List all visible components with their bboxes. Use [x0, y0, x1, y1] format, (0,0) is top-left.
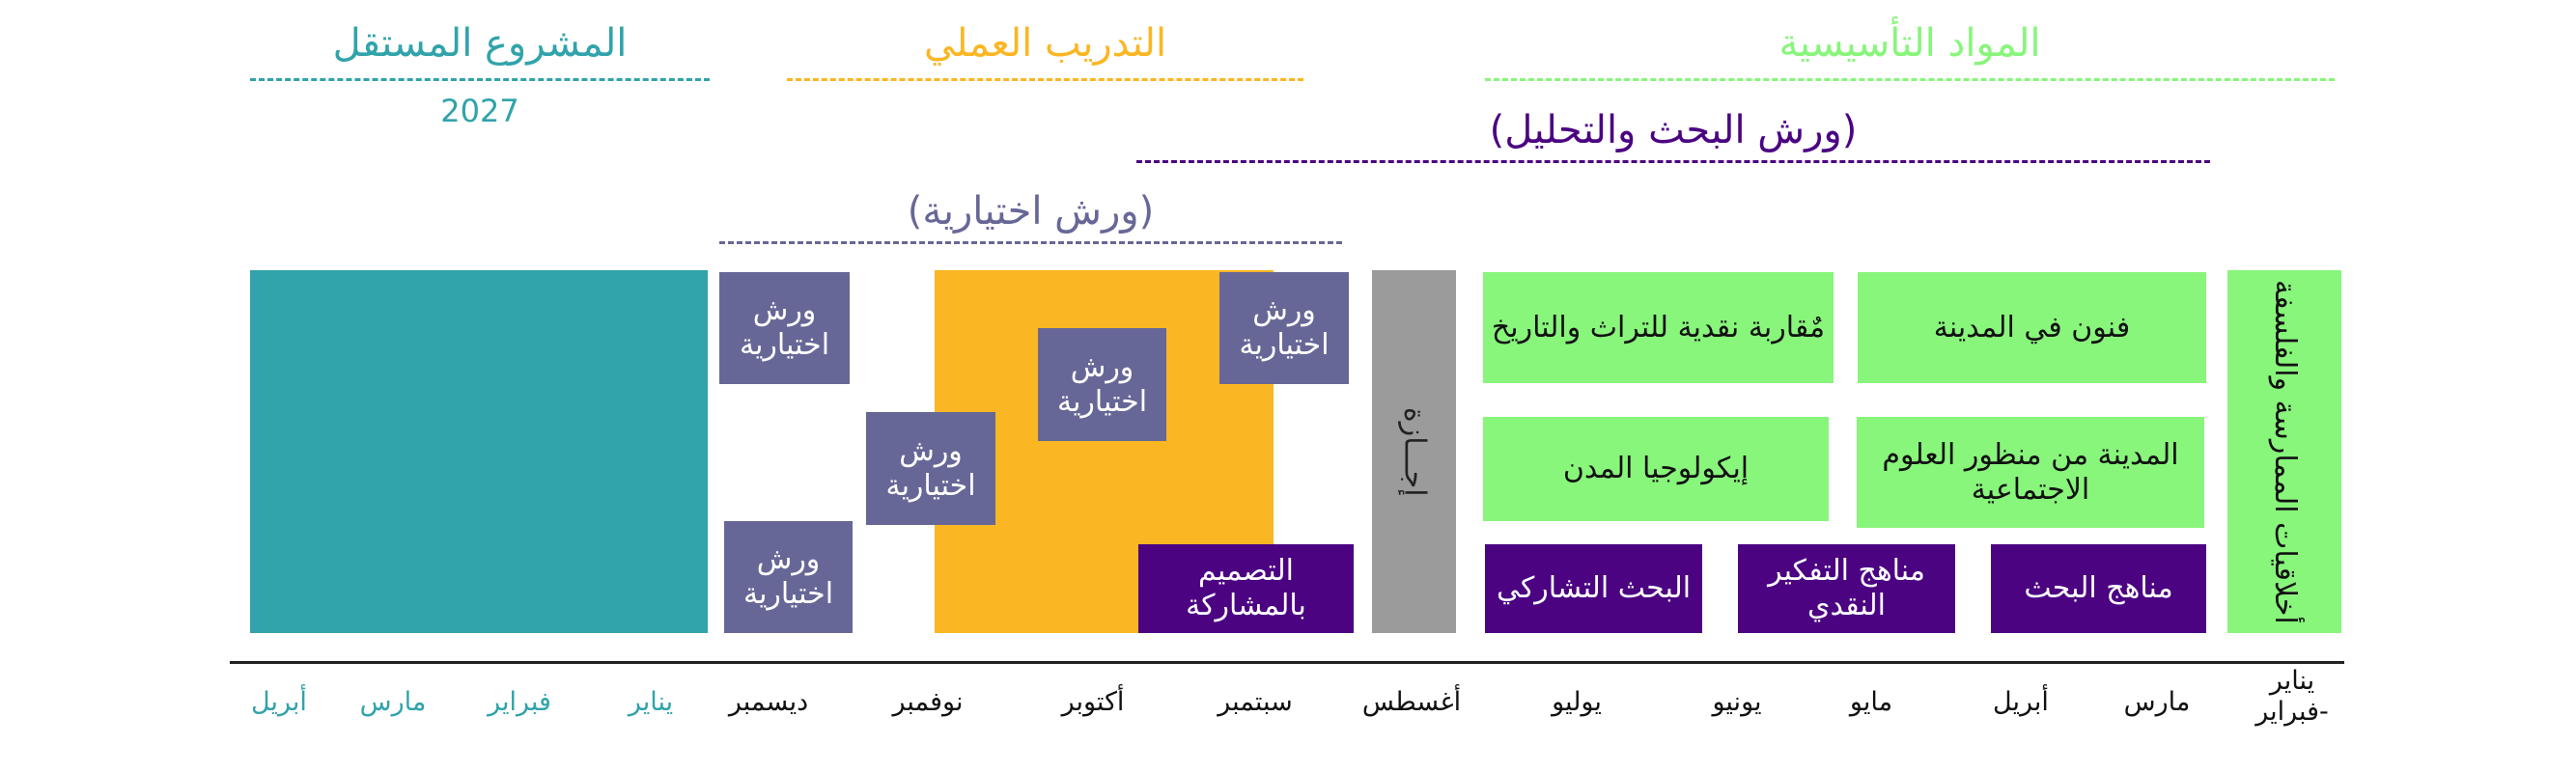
ethics-philosophy-block: أخلاقيات الممارسة والفلسفة [2227, 270, 2341, 633]
month-label: أبريل [1993, 687, 2049, 717]
optional-workshops-title: (ورش اختيارية) [907, 189, 1155, 234]
month-label: أكتوبر [1061, 687, 1125, 717]
month-label: يناير-فبراير [2255, 666, 2329, 728]
critical-heritage-block: مٌقاربة نقدية للتراث والتاريخ [1483, 272, 1834, 383]
optional-workshops-divider [719, 241, 1342, 244]
research-methods-block: مناهج البحث [1991, 544, 2206, 633]
leave-block: إجـــازة [1372, 270, 1456, 633]
month-label: سبتمبر [1218, 687, 1293, 717]
foundation-courses-divider [1485, 78, 2335, 81]
research-workshops-divider [1136, 160, 2210, 163]
independent-project-year: 2027 [440, 93, 519, 129]
foundation-courses-title: المواد التأسيسية [1778, 21, 2041, 66]
participatory-research-block: البحث التشاركي [1485, 544, 1702, 633]
month-label: نوفمبر [892, 687, 964, 717]
month-label: مايو [1849, 687, 1893, 717]
timeline-axis [230, 661, 2344, 664]
month-label: مارس [2123, 687, 2191, 717]
month-label: ديسمبر [728, 687, 809, 717]
practical-training-divider [787, 78, 1303, 81]
month-label: يناير [628, 687, 674, 717]
month-label: أبريل [251, 687, 307, 717]
arts-in-city-block: فنون في المدينة [1858, 272, 2206, 383]
month-label: مارس [359, 687, 427, 717]
month-label: يوليو [1552, 687, 1602, 717]
independent-project-block [250, 270, 708, 633]
month-label: أغسطس [1361, 687, 1462, 717]
research-workshops-title: (ورش البحث والتحليل) [1489, 108, 1858, 152]
month-label: فبراير [488, 687, 551, 717]
independent-project-divider [250, 78, 710, 81]
urban-ecology-block: إيكولوجيا المدن [1483, 417, 1829, 521]
independent-project-title: المشروع المستقل [332, 21, 628, 66]
month-label: يونيو [1712, 687, 1762, 717]
practical-training-title: التدريب العملي [923, 21, 1167, 66]
